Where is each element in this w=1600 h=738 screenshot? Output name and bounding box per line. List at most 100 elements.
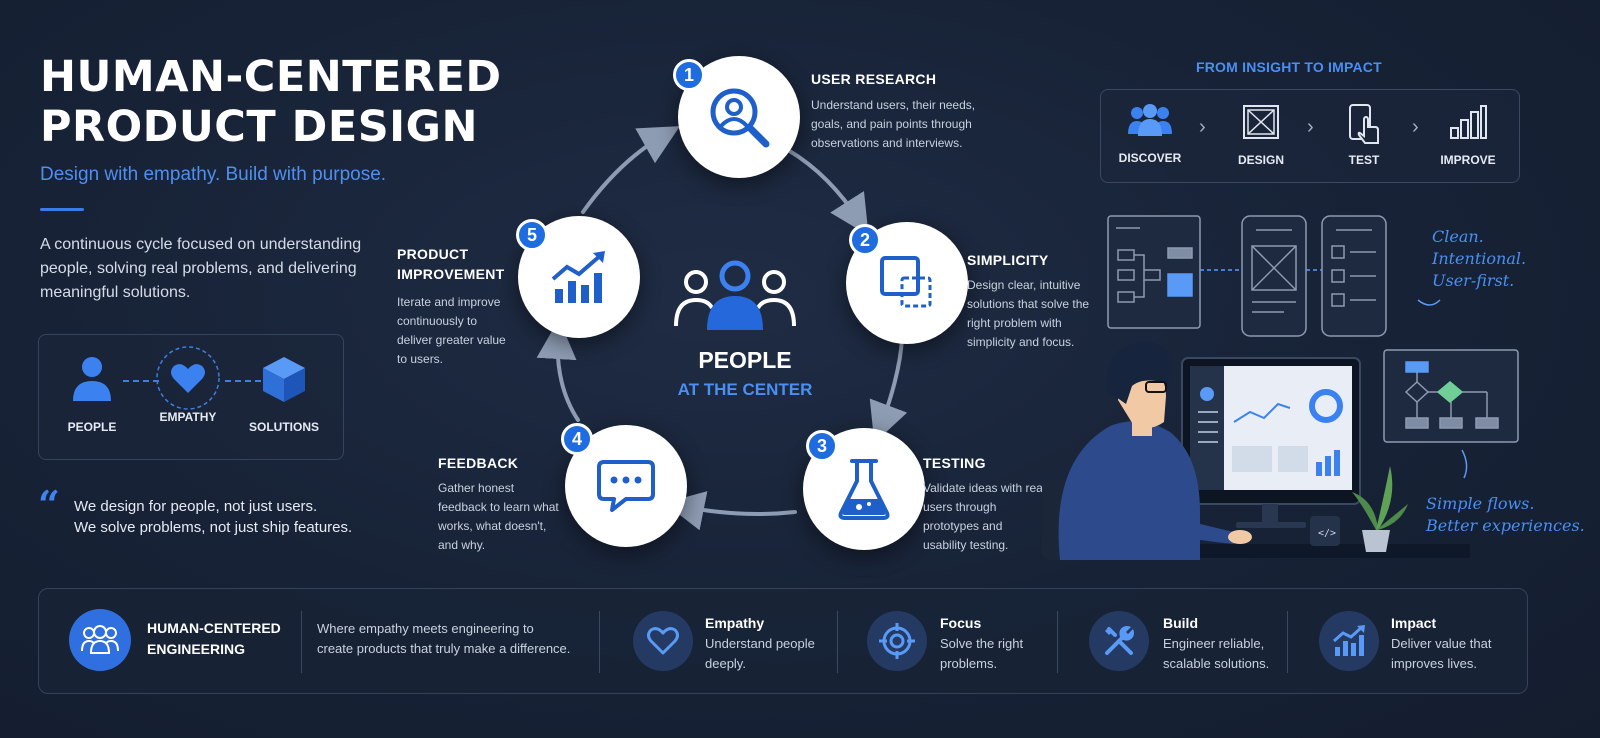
quote-line-2: We solve problems, not just ship feature…: [74, 519, 353, 536]
flow-step-test: TEST: [1319, 104, 1409, 167]
wireframe-icon: [1243, 105, 1279, 139]
center-title: PEOPLE: [698, 347, 792, 373]
step-4-badge: 4: [561, 423, 593, 455]
magnifier-user-icon: [710, 88, 770, 148]
step-5-title-line-2: IMPROVEMENT: [397, 266, 505, 282]
pillar-focus-title: Focus: [940, 615, 982, 631]
brand-circle: [69, 609, 131, 671]
note-bottom: Simple flows. Better experiences.: [1426, 493, 1585, 537]
flow-step-discover: DISCOVER: [1105, 104, 1195, 165]
values-panel: PEOPLE EMPATHY SOLUTIONS: [38, 334, 344, 460]
quote: We design for people, not just users. We…: [74, 496, 352, 538]
flask-icon: [838, 459, 890, 520]
note-top-line-1: Clean.: [1432, 227, 1484, 246]
person-icon: [73, 357, 111, 401]
center-subtitle: AT THE CENTER: [677, 380, 813, 399]
value-label: EMPATHY: [159, 410, 217, 424]
note-top-line-3: User-first.: [1432, 271, 1515, 290]
note-top: Clean. Intentional. User-first.: [1432, 226, 1526, 292]
value-label: PEOPLE: [67, 420, 117, 434]
arrow-3-to-4: [664, 491, 797, 531]
arrow-2-to-3: [869, 336, 908, 443]
step-3-node: [803, 428, 925, 550]
flow-step-design: DESIGN: [1216, 104, 1306, 167]
step-3-description: Validate ideas with real users through p…: [923, 481, 1046, 552]
flow-title: FROM INSIGHT TO IMPACT: [1196, 59, 1382, 75]
value-people: PEOPLE: [47, 355, 137, 434]
flow-label: TEST: [1348, 153, 1380, 167]
divider: [599, 611, 600, 673]
pillar-build-circle: [1089, 611, 1149, 671]
arrow-5-to-1: [581, 126, 680, 214]
pillar-impact-circle: [1319, 611, 1379, 671]
wireframe-screen: [1107, 215, 1201, 329]
pillar-impact-description: Deliver value that improves lives.: [1391, 634, 1491, 674]
pillar-desc-line: Deliver value that: [1391, 636, 1492, 651]
people-group-icon: [1128, 104, 1172, 136]
step-5-title-line-1: PRODUCT: [397, 246, 469, 262]
flow-label: DESIGN: [1237, 153, 1284, 167]
brand-title-line-2: ENGINEERING: [147, 641, 246, 657]
step-3-badge: 3: [806, 430, 838, 462]
pillar-build-title: Build: [1163, 615, 1198, 631]
divider: [301, 611, 302, 673]
title-line-1: HUMAN-CENTERED: [40, 52, 502, 102]
pillar-focus-circle: [867, 611, 927, 671]
quote-line-1: We design for people, not just users.: [74, 498, 318, 515]
chat-bubble-icon: [597, 460, 655, 512]
pillar-empathy-description: Understand people deeply.: [705, 634, 815, 674]
dashed-connector: [225, 380, 261, 382]
arrow-4-to-5: [536, 319, 580, 422]
brand-title: HUMAN-CENTERED ENGINEERING: [147, 618, 281, 660]
bottom-bar: HUMAN-CENTERED ENGINEERING Where empathy…: [38, 588, 1528, 694]
growth-chart-icon: [551, 251, 605, 303]
value-solutions: SOLUTIONS: [239, 355, 329, 434]
designer-figure: [1042, 342, 1252, 560]
intro-text: A continuous cycle focused on understand…: [40, 236, 362, 301]
people-group-icon: [81, 625, 119, 654]
quote-icon: “: [38, 482, 60, 527]
pillar-empathy-title: Empathy: [705, 615, 765, 631]
step-2-title: SIMPLICITY: [967, 252, 1049, 268]
brand-description-line-2: create products that truly make a differ…: [317, 641, 571, 656]
step-5-badge: 5: [516, 219, 548, 251]
step-1-title: USER RESEARCH: [811, 71, 937, 87]
heart-icon: [647, 627, 679, 655]
step-2-description: Design clear, intuitive solutions that s…: [967, 278, 1090, 349]
flow-panel: DISCOVER › DESIGN › TEST › IMPROVE: [1100, 89, 1520, 183]
step-5-description: Iterate and improve continuously to deli…: [397, 295, 506, 366]
overlapping-squares-icon: [880, 256, 932, 308]
svg-text:</>: </>: [1318, 528, 1336, 539]
mug: [1310, 516, 1340, 546]
flowchart-panel: [1383, 349, 1519, 443]
pillar-build-description: Engineer reliable, scalable solutions.: [1163, 634, 1269, 674]
divider: [1057, 611, 1058, 673]
flow-label: IMPROVE: [1440, 153, 1496, 167]
target-icon: [879, 623, 915, 659]
divider: [837, 611, 838, 673]
phone-wireframe: [1241, 215, 1387, 337]
brand-description: Where empathy meets engineering to creat…: [317, 619, 570, 659]
note-top-line-2: Intentional.: [1432, 249, 1527, 268]
step-1-description: Understand users, their needs, goals, an…: [811, 98, 976, 150]
accent-divider: [40, 208, 84, 211]
designer-illustration: </>: [1042, 215, 1519, 560]
divider: [1287, 611, 1288, 673]
dashed-connector: [123, 380, 159, 382]
pillar-desc-line: problems.: [940, 656, 998, 671]
pillar-impact-title: Impact: [1391, 615, 1437, 631]
chevron-right-icon: ›: [1412, 116, 1419, 138]
cube-icon: [263, 357, 305, 402]
phone-tap-icon: [1349, 104, 1379, 144]
note-bottom-line-2: Better experiences.: [1426, 516, 1585, 535]
heart-icon: [156, 346, 220, 410]
tools-icon: [1105, 626, 1134, 655]
pillar-desc-line: Solve the right: [940, 636, 1024, 651]
step-5-title: PRODUCT IMPROVEMENT: [397, 244, 505, 284]
step-1-badge: 1: [673, 59, 705, 91]
flow-step-improve: IMPROVE: [1423, 104, 1513, 167]
pillar-desc-line: improves lives.: [1391, 656, 1477, 671]
growth-chart-icon: [1333, 625, 1365, 656]
title-line-2: PRODUCT DESIGN: [40, 102, 478, 152]
